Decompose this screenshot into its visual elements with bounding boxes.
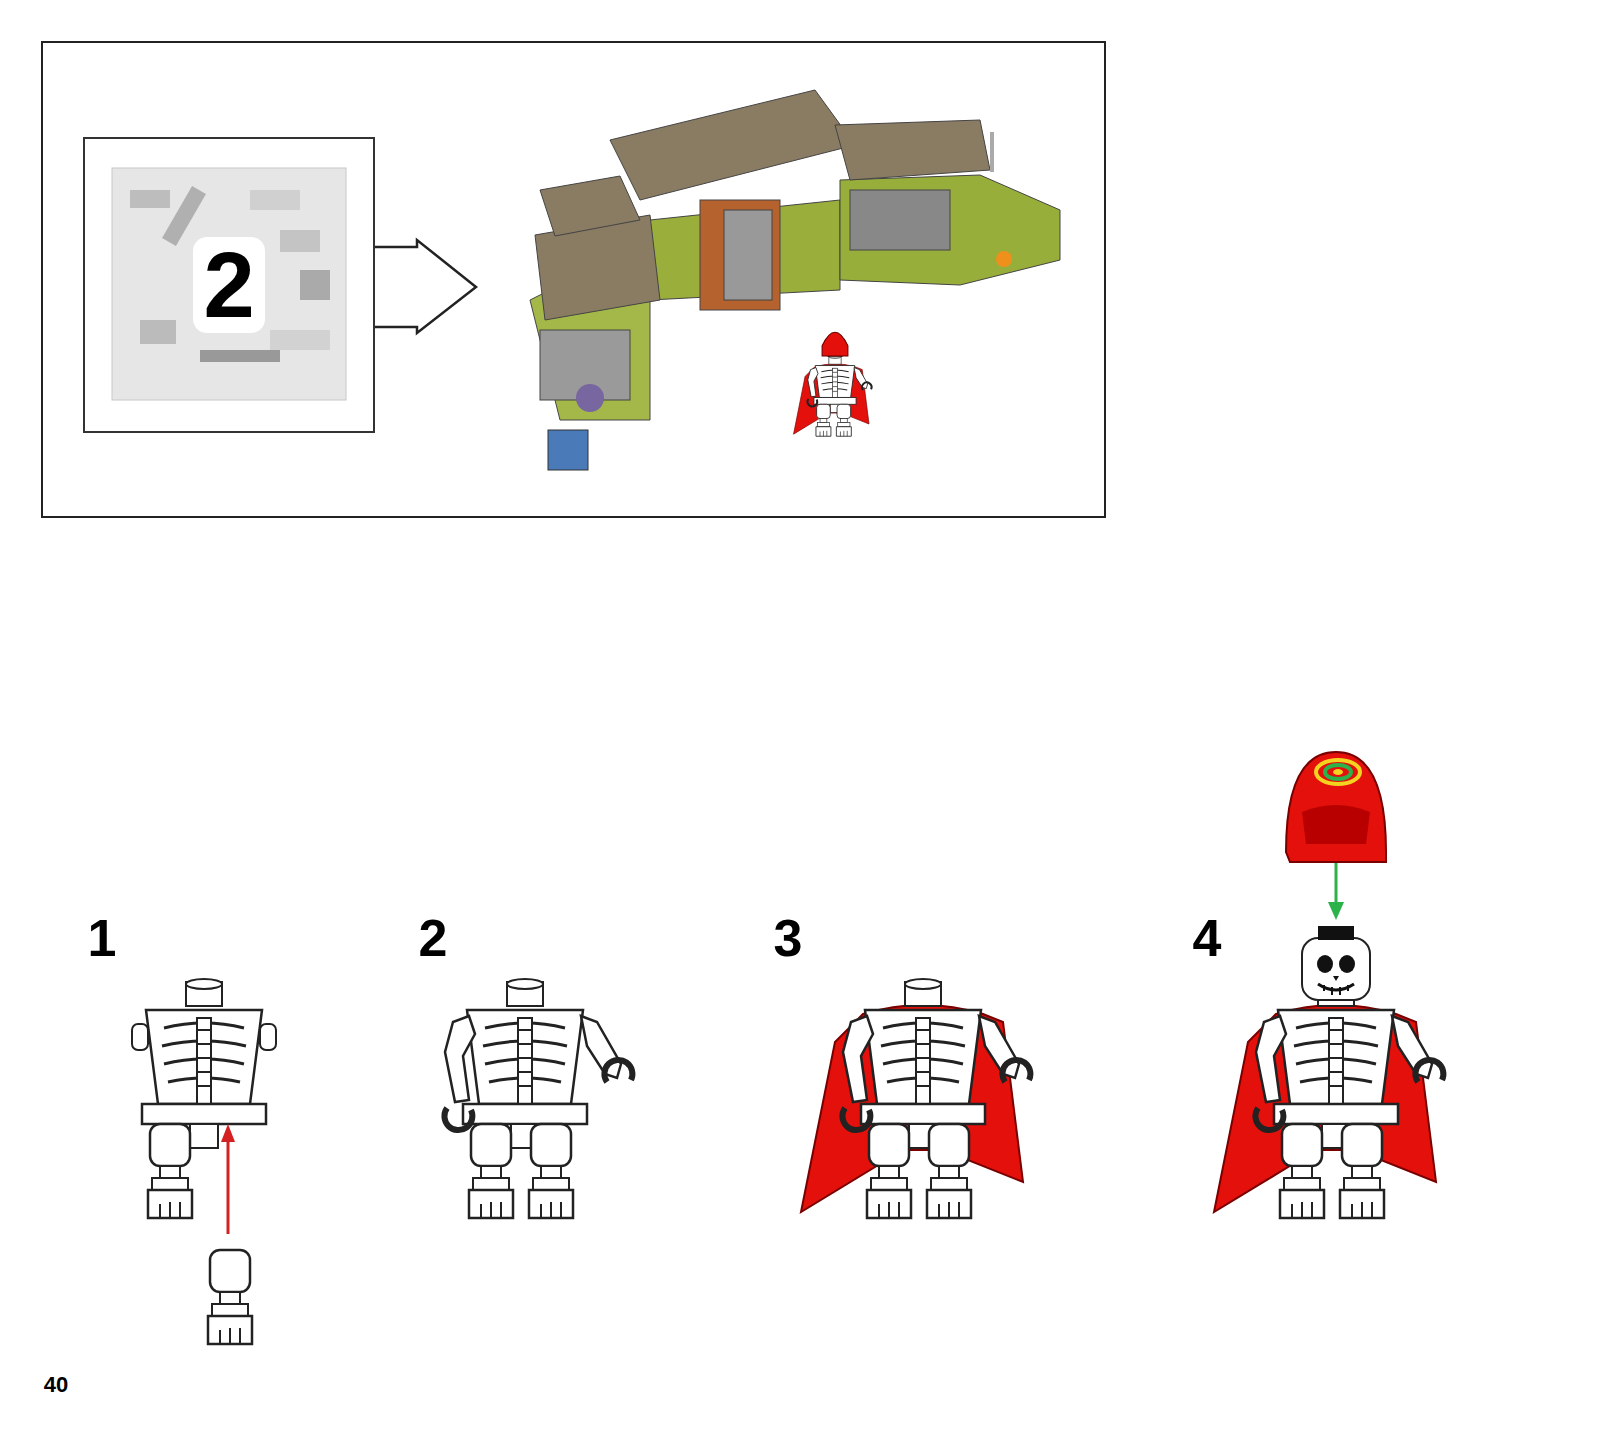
bag-box: 2 [83,137,375,433]
page-number: 40 [44,1374,68,1396]
step-number: 2 [419,912,448,964]
step-number: 1 [88,912,117,964]
step-number: 3 [774,912,803,964]
bag-number: 2 [193,237,264,333]
step-number: 4 [1193,912,1222,964]
